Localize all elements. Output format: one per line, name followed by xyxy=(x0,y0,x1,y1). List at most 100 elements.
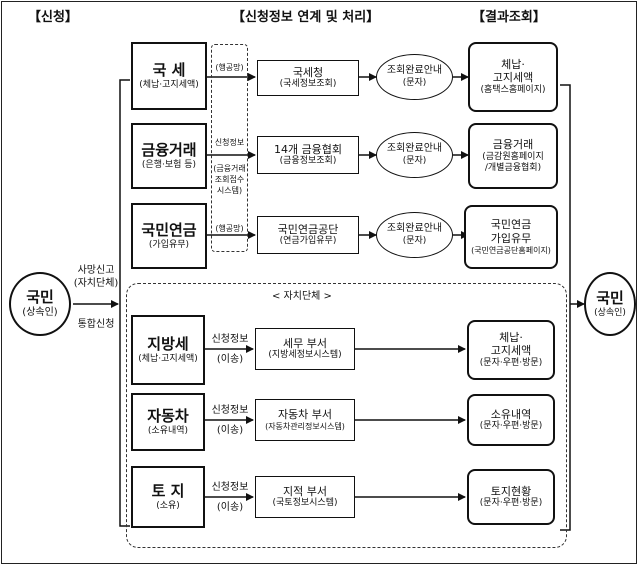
notice-sub: (문자) xyxy=(402,235,427,246)
result-finance: 금융거래 (금감원홈페이지 /개별금융협회) xyxy=(468,123,558,189)
category-pension: 국민연금 (가입유무) xyxy=(131,203,207,269)
transfer-bottom: (이송) xyxy=(216,502,244,513)
result-l2: (문자·우편·방문) xyxy=(479,498,543,509)
result-national-tax: 체납· 고지세액 (홈택스홈페이지) xyxy=(468,42,558,112)
agency-cadastral: 지적 부서 (국토정보시스템) xyxy=(255,476,355,518)
category-title: 지방세 xyxy=(147,335,189,353)
right-bracket xyxy=(560,84,571,531)
local-gov-dashed-box xyxy=(126,283,567,548)
transfer-top: 신청정보 xyxy=(211,334,249,345)
result-l1: 금융거래 xyxy=(492,137,534,151)
agency-finance: 14개 금융협회 (금융정보조회) xyxy=(257,136,359,174)
category-car: 자동차 (소유내역) xyxy=(131,393,205,451)
result-l1: 체납· xyxy=(501,57,525,71)
category-title: 국 세 xyxy=(152,61,186,79)
result-l2: (문자·우편·방문) xyxy=(479,421,543,432)
agency-sub: (금융정보조회) xyxy=(279,156,337,167)
category-sub: (체납·고지세액) xyxy=(138,353,198,364)
result-l1: 토지현황 xyxy=(490,484,532,498)
header-apply: 【신청】 xyxy=(28,10,78,25)
left-bracket xyxy=(119,79,130,527)
agency-pension: 국민연금공단 (연금가입유무) xyxy=(257,216,359,254)
category-sub: (체납·고지세액) xyxy=(139,79,199,90)
header-link: 【신청정보 연계 및 처리】 xyxy=(232,10,380,25)
notice-oval-2: 조회완료안내 (문자) xyxy=(376,132,453,178)
local-gov-label: < 자치단체 > xyxy=(272,291,332,302)
apply-label-top2: (자치단체) xyxy=(73,278,119,289)
label-hanggong-1: (행공망) xyxy=(215,63,244,72)
category-local-tax: 지방세 (체납·고지세액) xyxy=(131,315,205,385)
label-hanggong-2: (행공망) xyxy=(215,224,244,233)
category-national-tax: 국 세 (체납·고지세액) xyxy=(131,42,207,110)
notice-sub: (문자) xyxy=(402,77,427,88)
label-fin-system-1: (금융거래 xyxy=(213,164,246,173)
apply-label-top: 사망신고 (자치단체) xyxy=(69,264,123,290)
result-l2: 가입유무 xyxy=(490,232,532,245)
label-fin-system: (금융거래 조회접수 시스템) xyxy=(211,164,248,196)
label-fin-system-2: 조회접수 xyxy=(214,174,245,184)
category-sub: (가입유무) xyxy=(148,239,190,250)
transfer-bottom: (이송) xyxy=(216,425,244,436)
transfer-label-2: 신청정보 (이송) xyxy=(208,404,252,437)
agency-title: 국민연금공단 xyxy=(277,222,339,236)
result-car: 소유내역 (문자·우편·방문) xyxy=(467,394,555,446)
result-l2: 고지세액 xyxy=(490,344,532,358)
result-l3: (문자·우편·방문) xyxy=(479,358,543,369)
apply-label-top1: 사망신고 xyxy=(77,265,115,276)
agency-title: 14개 금융협회 xyxy=(273,142,343,156)
agency-local-tax: 세무 부서 (지방세정보시스템) xyxy=(255,328,355,370)
header-result: 【결과조회】 xyxy=(472,10,546,25)
label-apply-info: 신청정보 xyxy=(214,138,245,147)
label-fin-system-3: 시스템) xyxy=(216,185,243,195)
notice-oval-3: 조회완료안내 (문자) xyxy=(376,212,453,258)
citizen-left-title: 국민 xyxy=(26,288,54,307)
agency-sub: (국토정보시스템) xyxy=(272,498,338,509)
result-l2: 고지세액 xyxy=(492,71,534,85)
transfer-label-1: 신청정보 (이송) xyxy=(208,333,252,366)
agency-sub: (지방세정보시스템) xyxy=(268,350,342,361)
transfer-top: 신청정보 xyxy=(211,405,249,416)
transfer-label-3: 신청정보 (이송) xyxy=(208,481,252,514)
category-land: 토 지 (소유) xyxy=(131,466,205,528)
result-l1: 국민연금 xyxy=(490,218,532,232)
agency-sub: (연금가입유무) xyxy=(279,236,337,247)
transfer-bottom: (이송) xyxy=(216,354,244,365)
apply-label-bottom: 통합신청 xyxy=(77,319,115,330)
notice-sub: (문자) xyxy=(402,155,427,166)
notice-title: 조회완료안내 xyxy=(386,65,443,77)
network-dashed-box xyxy=(211,44,248,252)
citizen-left: 국민 (상속인) xyxy=(9,272,71,336)
category-sub: (소유내역) xyxy=(147,425,189,436)
category-title: 자동차 xyxy=(147,407,189,425)
citizen-right-sub: (상속인) xyxy=(594,307,626,318)
result-l3: /개별금융협회) xyxy=(484,162,542,173)
result-l2: (금감원홈페이지 xyxy=(482,151,544,162)
category-title: 금융거래 xyxy=(141,141,197,159)
result-pension: 국민연금 가입유무 (국민연금공단홈페이지) xyxy=(464,205,558,269)
category-title: 토 지 xyxy=(151,482,185,500)
agency-title: 국세청 xyxy=(292,65,324,79)
category-sub: (은행·보험 등) xyxy=(141,159,197,170)
notice-oval-1: 조회완료안내 (문자) xyxy=(376,54,453,100)
agency-title: 세무 부서 xyxy=(283,336,327,350)
agency-sub: (자동차관리정보시스템) xyxy=(265,421,345,431)
agency-sub: (국세정보조회) xyxy=(279,79,337,90)
category-title: 국민연금 xyxy=(141,221,197,239)
citizen-right: 국민 (상속인) xyxy=(584,272,636,336)
agency-title: 자동차 부서 xyxy=(277,408,333,422)
citizen-left-sub: (상속인) xyxy=(22,307,58,319)
result-l1: 체납· xyxy=(499,330,523,344)
category-finance: 금융거래 (은행·보험 등) xyxy=(131,123,207,189)
result-l3: (홈택스홈페이지) xyxy=(480,85,546,96)
result-local-tax: 체납· 고지세액 (문자·우편·방문) xyxy=(467,320,555,380)
citizen-right-title: 국민 xyxy=(596,289,624,307)
result-l3: (국민연금공단홈페이지) xyxy=(471,245,551,255)
agency-nts: 국세청 (국세정보조회) xyxy=(257,60,359,96)
result-land: 토지현황 (문자·우편·방문) xyxy=(467,469,555,525)
agency-title: 지적 부서 xyxy=(283,484,327,498)
category-sub: (소유) xyxy=(156,500,180,511)
transfer-top: 신청정보 xyxy=(211,482,249,493)
agency-car: 자동차 부서 (자동차관리정보시스템) xyxy=(255,399,355,441)
